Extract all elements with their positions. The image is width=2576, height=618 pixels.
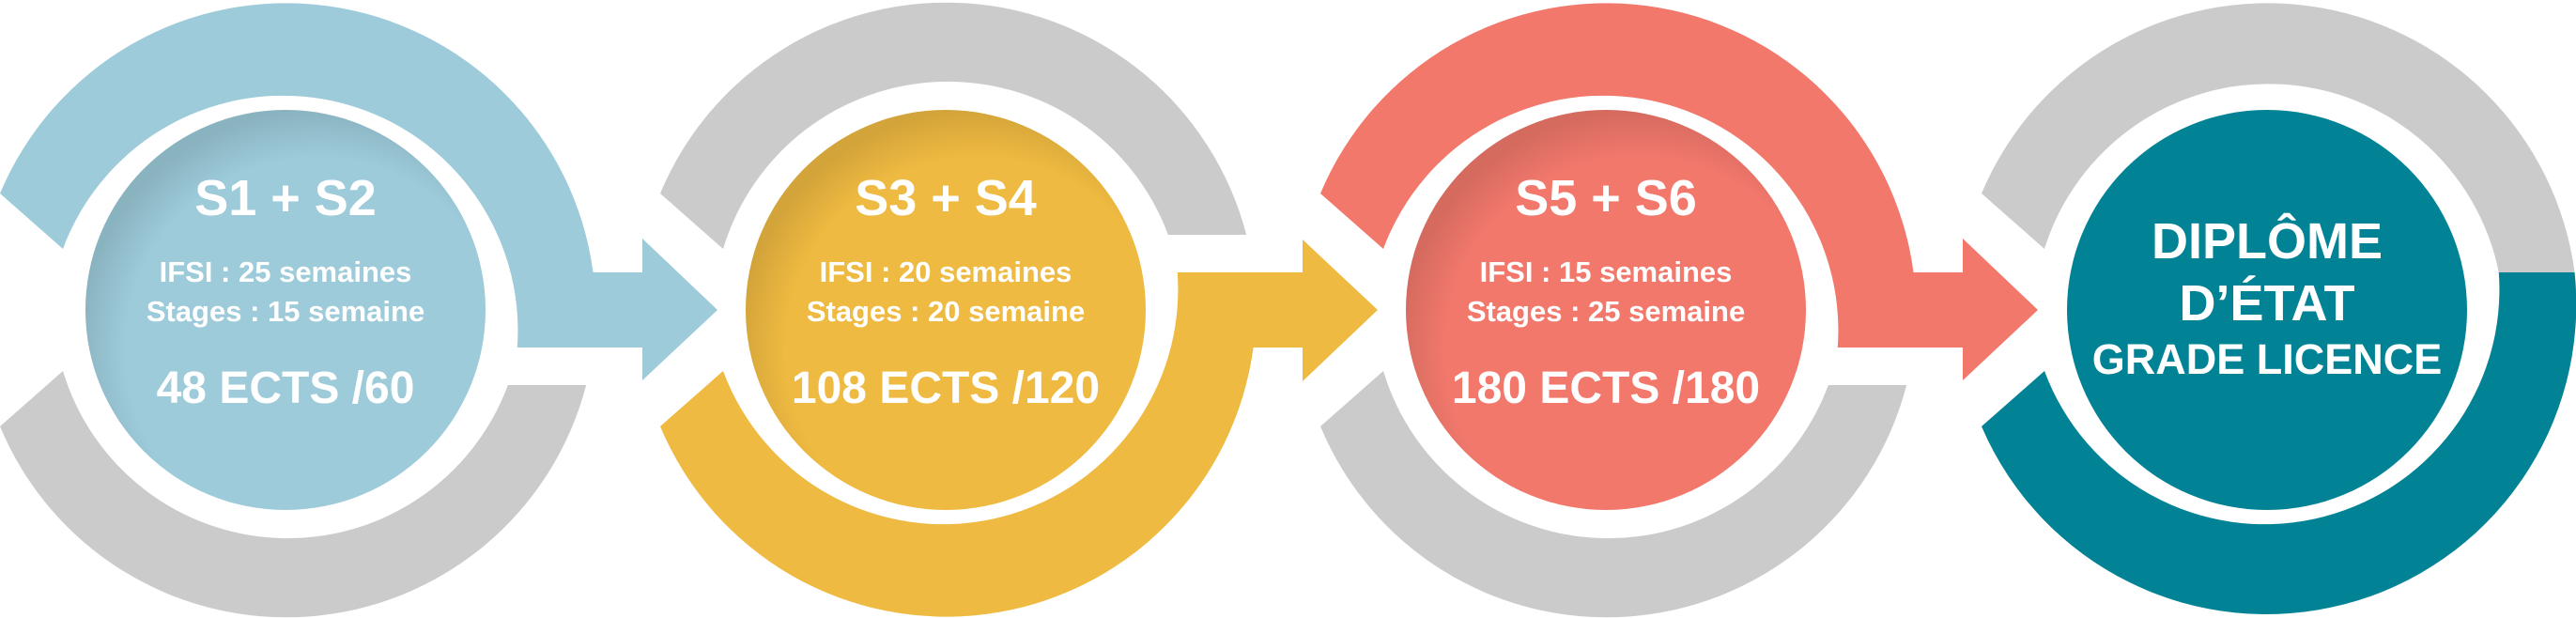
- step-1-ifsi: IFSI : 25 semaines: [160, 255, 412, 288]
- step-2: S3 + S4 IFSI : 20 semaines Stages : 20 s…: [660, 2, 1378, 617]
- step-2-stages: Stages : 20 semaine: [807, 295, 1085, 328]
- step-1-stages: Stages : 15 semaine: [147, 295, 424, 328]
- step-2-title: S3 + S4: [855, 170, 1037, 226]
- final-line-1: DIPLÔME: [2152, 212, 2383, 270]
- step-1-disc-shade: [85, 110, 486, 510]
- step-1-grey-arc: [0, 371, 587, 618]
- step-1-progress-arc-arrow: [0, 3, 717, 380]
- final-disc: [2067, 110, 2467, 510]
- step-3: S5 + S6 IFSI : 15 semaines Stages : 25 s…: [1320, 3, 2038, 618]
- step-2-ifsi: IFSI : 20 semaines: [820, 255, 1072, 288]
- step-3-disc-shade: [1406, 110, 1806, 510]
- step-1: S1 + S2 IFSI : 25 semaines Stages : 15 s…: [0, 3, 717, 618]
- step-1-ects: 48 ECTS /60: [157, 363, 415, 413]
- step-2-ects: 108 ECTS /120: [792, 363, 1100, 413]
- step-3-stages: Stages : 25 semaine: [1467, 295, 1745, 328]
- step-3-ifsi: IFSI : 15 semaines: [1480, 255, 1733, 288]
- final-line-3: GRADE LICENCE: [2092, 335, 2443, 383]
- step-1-title: S1 + S2: [194, 170, 377, 226]
- step-2-progress-arc-arrow: [660, 239, 1378, 617]
- final-progress-arc: [1982, 272, 2576, 614]
- step-2-grey-arc: [660, 2, 1247, 249]
- final-diploma: DIPLÔME D’ÉTAT GRADE LICENCE: [1982, 3, 2576, 614]
- step-3-title: S5 + S6: [1515, 170, 1697, 226]
- final-grey-arc: [1982, 3, 2575, 272]
- step-3-grey-arc: [1320, 371, 1907, 618]
- step-3-progress-arc-arrow: [1320, 3, 2038, 380]
- final-line-2: D’ÉTAT: [2180, 275, 2355, 332]
- step-3-ects: 180 ECTS /180: [1452, 363, 1760, 413]
- step-2-disc-shade: [746, 110, 1146, 510]
